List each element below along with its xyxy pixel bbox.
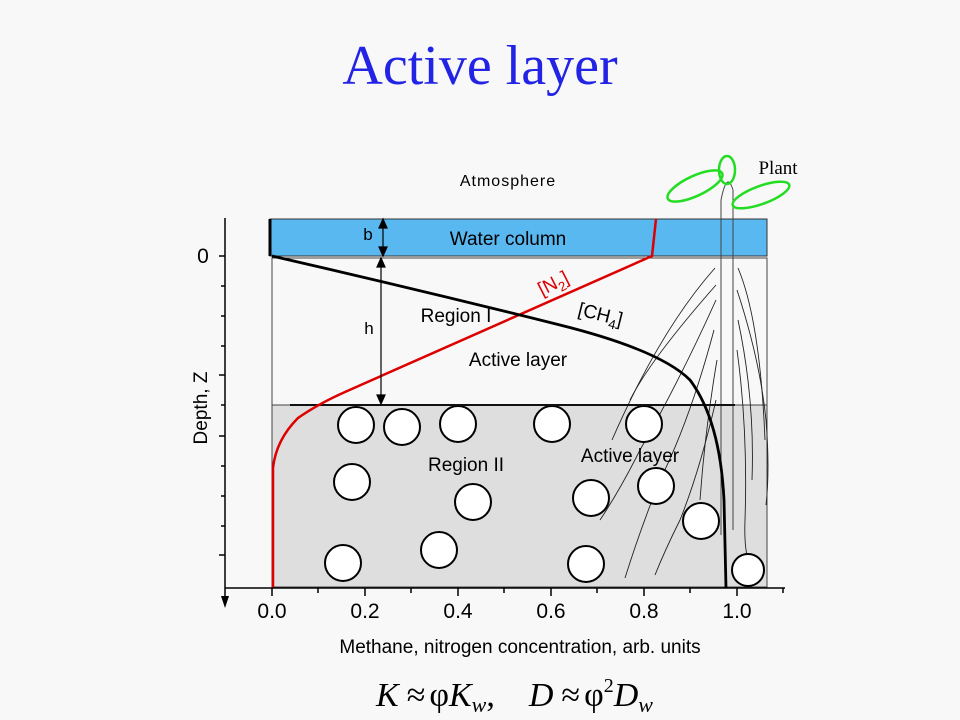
region-i-zone bbox=[271, 257, 768, 406]
particle bbox=[454, 483, 492, 521]
particle bbox=[637, 467, 675, 505]
active-layer-label-lower: Active layer bbox=[581, 446, 680, 467]
particle bbox=[324, 544, 362, 582]
x-tick-label: 0.2 bbox=[350, 600, 379, 623]
y-axis-label: Depth, Z bbox=[191, 371, 212, 444]
active-layer-label-upper: Active layer bbox=[469, 350, 568, 371]
x-tick-label: 0.0 bbox=[257, 600, 286, 623]
x-tick-label: 0.6 bbox=[536, 600, 565, 623]
x-axis-label: Methane, nitrogen concentration, arb. un… bbox=[339, 637, 700, 658]
particle bbox=[439, 405, 477, 443]
x-tick-label: 1.0 bbox=[722, 600, 751, 623]
h-arrow bbox=[376, 256, 386, 406]
particle bbox=[567, 545, 605, 583]
particle bbox=[333, 463, 371, 501]
particle bbox=[383, 408, 421, 446]
water-column-rect bbox=[269, 218, 768, 257]
leaf-left bbox=[666, 169, 724, 203]
page-title: Active layer bbox=[342, 35, 618, 97]
x-tick-label: 0.8 bbox=[629, 600, 658, 623]
soil-particles bbox=[324, 405, 765, 587]
plant-stem bbox=[720, 181, 734, 535]
x-axis bbox=[225, 587, 785, 596]
region-ii-label: Region II bbox=[428, 455, 504, 476]
n2-curve bbox=[271, 218, 658, 588]
particle bbox=[682, 502, 720, 540]
particle bbox=[420, 531, 458, 569]
ch4-curve bbox=[271, 254, 728, 589]
y-axis-arrow bbox=[221, 596, 229, 608]
particle bbox=[337, 406, 375, 444]
leaf-right bbox=[731, 180, 791, 210]
water-column-label: Water column bbox=[450, 229, 567, 250]
particle bbox=[533, 405, 571, 443]
h-label: h bbox=[364, 319, 373, 338]
particle bbox=[572, 479, 610, 517]
plant-leaves bbox=[666, 154, 791, 210]
y-tick-label: 0 bbox=[197, 245, 209, 268]
leaf-top bbox=[717, 154, 737, 186]
b-arrow bbox=[378, 217, 388, 258]
atmosphere-label: Atmosphere bbox=[460, 173, 556, 190]
x-tick-label: 0.4 bbox=[443, 600, 473, 623]
region-i-label: Region I bbox=[421, 306, 492, 327]
b-label: b bbox=[363, 225, 372, 244]
plant-label: Plant bbox=[758, 158, 798, 179]
formula: K≈φKw,D≈φ2Dw bbox=[375, 675, 653, 717]
particle bbox=[625, 405, 663, 443]
y-axis bbox=[219, 218, 226, 598]
particle bbox=[731, 553, 765, 587]
